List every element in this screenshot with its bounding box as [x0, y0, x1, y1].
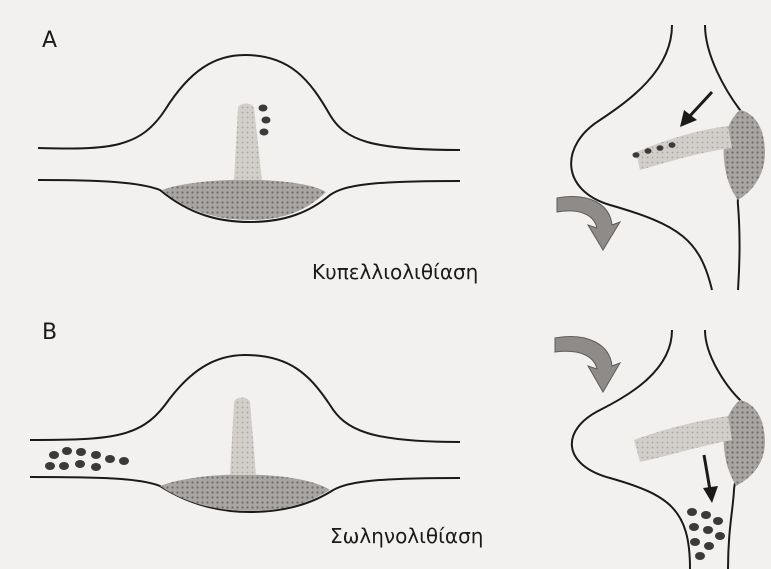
- ampulla-front-view-b: [555, 330, 765, 569]
- otoconium: [704, 542, 714, 550]
- otoconium: [76, 448, 86, 456]
- crista-a: [162, 180, 326, 220]
- panel-label-a: A: [42, 28, 57, 53]
- otoconium: [75, 460, 85, 468]
- otoconia-in-canal-detail-b: [687, 508, 725, 560]
- otoconium: [657, 145, 664, 151]
- otoconium: [262, 117, 271, 124]
- panel-label-b: B: [42, 320, 57, 345]
- otoconium: [690, 538, 700, 546]
- cupula-detail-b: [634, 416, 732, 462]
- otoconium: [687, 508, 697, 516]
- otoconium: [91, 463, 101, 471]
- otoconium: [645, 148, 652, 154]
- otoconium: [633, 152, 640, 158]
- otoconium: [701, 511, 711, 519]
- otoconium: [715, 532, 725, 540]
- otoconium: [119, 457, 129, 465]
- otoconium: [260, 129, 269, 136]
- otoconium: [703, 526, 713, 534]
- crista-detail-b: [724, 400, 765, 486]
- otoconium: [689, 523, 699, 531]
- otoconium: [695, 552, 705, 560]
- otoconium: [45, 462, 55, 470]
- ampulla-side-view-a: [38, 55, 460, 222]
- otoconium: [259, 105, 268, 112]
- cupula-detail-a: [636, 126, 732, 170]
- otoconium: [91, 451, 101, 459]
- crista-b: [160, 474, 330, 511]
- panel-a: [38, 25, 765, 290]
- ampulla-side-view-b: [30, 355, 460, 512]
- straight-arrow-b: [703, 455, 718, 503]
- otoconium: [59, 462, 69, 470]
- caption-canalolithiasis: Σωληνολιθίαση: [330, 524, 483, 548]
- otoconia-on-cupula-a: [259, 105, 271, 136]
- otoconium: [105, 455, 115, 463]
- crista-detail-a: [724, 110, 765, 200]
- caption-cupulolithiasis: Κυπελλιολιθίαση: [312, 260, 478, 284]
- otoconium: [669, 142, 676, 148]
- ampulla-front-view-a: [557, 25, 765, 290]
- straight-arrow-a: [680, 92, 712, 127]
- curved-arrow-b: [555, 337, 620, 392]
- otoconium: [62, 447, 72, 455]
- otoconia-in-canal-b: [45, 447, 129, 471]
- cupula-a: [234, 104, 262, 181]
- otoconium: [49, 451, 59, 459]
- otoconium: [713, 517, 723, 525]
- cupula-b: [230, 398, 256, 476]
